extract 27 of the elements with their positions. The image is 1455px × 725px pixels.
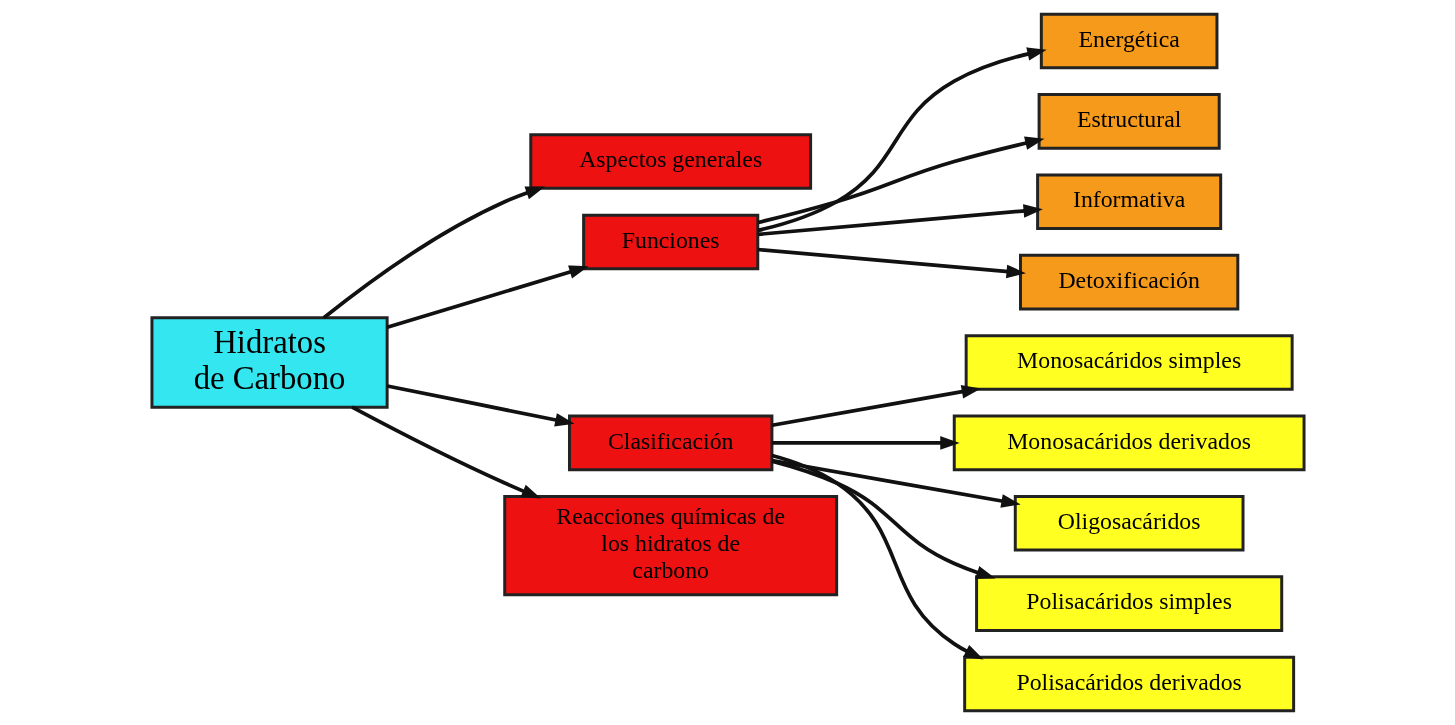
arrow	[757, 204, 1043, 237]
arrow	[350, 405, 541, 499]
node-box: Energética	[1039, 12, 1218, 70]
arrow	[386, 265, 589, 330]
node-box: Oligosacáridos	[1013, 494, 1244, 552]
node-box: Detoxificación	[1018, 253, 1239, 311]
node-box: Informativa	[1035, 173, 1222, 231]
node-box: Estructural	[1037, 93, 1221, 150]
arrow	[757, 47, 1047, 233]
arrow	[771, 458, 1021, 508]
arrow	[771, 436, 960, 450]
node-box: Aspectos generales	[528, 133, 812, 190]
arrow	[771, 459, 996, 579]
arrow	[757, 136, 1044, 225]
node-box: Polisacáridos simples	[974, 575, 1283, 632]
arrow	[757, 247, 1026, 279]
node-box: Monosacáridos derivados	[952, 414, 1306, 472]
node-box: Funciones	[581, 213, 759, 271]
node-box: Clasificación	[567, 414, 773, 472]
arrow	[771, 453, 984, 660]
node-box: Reacciones químicas de los hidratos de carbono	[502, 494, 838, 597]
arrow	[322, 186, 545, 320]
node-box: Monosacáridos simples	[964, 334, 1294, 391]
node-box: Hidratos de Carbono	[149, 316, 389, 409]
arrow	[386, 384, 575, 427]
node-box: Polisacáridos derivados	[962, 655, 1295, 713]
arrow	[771, 385, 981, 428]
